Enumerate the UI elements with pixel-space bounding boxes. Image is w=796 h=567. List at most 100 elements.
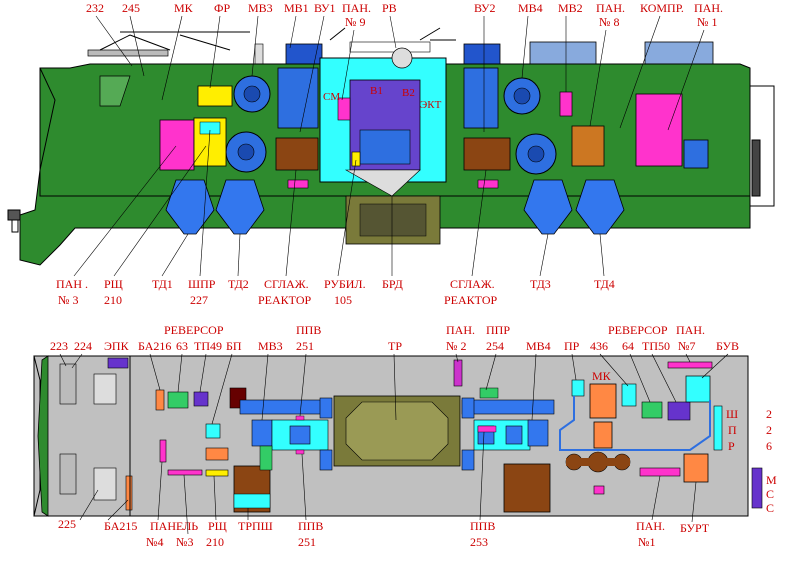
label-mv4: МВ4 [518, 1, 543, 15]
label-pan9-line2: № 9 [345, 15, 365, 29]
plan-top-labels: 223 224 ЭПК БА216 63 ТП49 БП РЕВЕРСОР МВ… [50, 323, 739, 353]
label-sglazh1-line1: СГЛАЖ. [264, 277, 309, 291]
label-pan9-line1: ПАН. [342, 1, 371, 15]
plan-view [33, 355, 763, 517]
label-shpr-line1: ШПР [188, 277, 216, 291]
label-ba216: БА216 [138, 339, 171, 353]
label-224: 224 [74, 339, 92, 353]
label-pan7-line1: ПАН. [676, 323, 705, 337]
label-sglazh2-line1: СГЛАЖ. [450, 277, 495, 291]
label-buv: БУВ [716, 339, 739, 353]
label-plan-pan1-line1: ПАН. [636, 519, 665, 533]
label-td2: ТД2 [228, 277, 249, 291]
label-ppv251-bot-line2: 251 [298, 535, 316, 549]
label-ppr-line2: 254 [486, 339, 504, 353]
label-pan2-line1: ПАН. [446, 323, 475, 337]
label-trpsh: ТРПШ [238, 519, 273, 533]
label-brd: БРД [382, 277, 403, 291]
plan-right-labels: Ш 2 П 2 Р 6 М С С [726, 407, 777, 515]
label-tp50: ТП50 [642, 339, 670, 353]
label-sh: Ш [726, 407, 738, 421]
label-245: 245 [122, 1, 140, 15]
label-223: 223 [50, 339, 68, 353]
label-r: Р [728, 439, 735, 453]
label-sh-num: 2 [766, 407, 772, 421]
label-225: 225 [58, 517, 76, 531]
label-pan8-line2: № 8 [599, 15, 619, 29]
label-pr: ПР [564, 339, 580, 353]
label-plan-mk: МК [592, 369, 612, 383]
label-reversor-right: РЕВЕРСОР [608, 323, 668, 337]
label-v2: В2 [402, 87, 415, 99]
label-vu1: ВУ1 [314, 1, 336, 15]
label-burt: БУРТ [680, 521, 710, 535]
label-panel-line1: ПАНЕЛЬ [150, 519, 198, 533]
label-plan-mv3: МВ3 [258, 339, 283, 353]
label-reversor-left: РЕВЕРСОР [164, 323, 224, 337]
label-p-num: 2 [766, 423, 772, 437]
side-bottom-labels: ПАН . № 3 РЩ 210 ТД1 ШПР 227 ТД2 СГЛАЖ. … [56, 277, 615, 307]
label-sglazh2-line2: РЕАКТОР [444, 293, 498, 307]
label-rubil-line2: 105 [334, 293, 352, 307]
label-td1: ТД1 [152, 277, 173, 291]
plan-bottom-leaders [79, 431, 697, 535]
plan-top-leaders [59, 353, 729, 425]
label-msc-m: М [766, 473, 777, 487]
label-mv3: МВ3 [248, 1, 273, 15]
traction-motor-ducts [165, 179, 625, 235]
side-inner-labels: СМ В1 В2 ЭКТ [323, 85, 442, 111]
label-td3: ТД3 [530, 277, 551, 291]
label-plan-rshch-line2: 210 [206, 535, 224, 549]
label-fr: ФР [214, 1, 230, 15]
label-ppv251-bot-line1: ППВ [298, 519, 323, 533]
label-sglazh1-line2: РЕАКТОР [258, 293, 312, 307]
label-pan7-line2: №7 [678, 339, 695, 353]
label-ppv253-line1: ППВ [470, 519, 495, 533]
label-pan2-line2: № 2 [446, 339, 466, 353]
label-pan8-line1: ПАН. [596, 1, 625, 15]
label-tp49: ТП49 [194, 339, 222, 353]
label-ekt: ЭКТ [420, 99, 442, 111]
fan-group [225, 67, 557, 175]
label-epk: ЭПК [104, 339, 130, 353]
label-plan-pan1-line2: №1 [638, 535, 655, 549]
side-bottom-leaders [73, 129, 605, 277]
label-r-num: 6 [766, 439, 772, 453]
underframe-box [345, 195, 441, 245]
label-pan3-line1: ПАН . [56, 277, 88, 291]
label-rubil-line1: РУБИЛ. [324, 277, 366, 291]
label-rshch-line2: 210 [104, 293, 122, 307]
label-64: 64 [622, 339, 634, 353]
label-ppv251-top-line1: ППВ [296, 323, 321, 337]
label-sm: СМ [323, 91, 340, 103]
label-msc-s1: С [766, 487, 774, 501]
compressor-shape [565, 451, 631, 473]
side-view [7, 27, 775, 266]
label-232: 232 [86, 1, 104, 15]
label-tr: ТР [388, 339, 402, 353]
label-bp: БП [226, 339, 242, 353]
label-plan-rshch-line1: РЩ [208, 519, 227, 533]
label-ba215: БА215 [104, 519, 137, 533]
smoothing-reactors [275, 125, 605, 171]
label-rshch-line1: РЩ [104, 277, 123, 291]
label-p: П [728, 423, 737, 437]
label-pan1-line2: № 1 [697, 15, 717, 29]
side-top-leaders [95, 15, 705, 133]
label-pan1-line1: ПАН. [694, 1, 723, 15]
plan-bottom-labels: 225 БА215 ПАНЕЛЬ №4 №3 РЩ 210 ТРПШ ППВ 2… [58, 517, 710, 549]
label-panel-no3: №3 [176, 535, 193, 549]
label-msc-s2: С [766, 501, 774, 515]
label-plan-mv4: МВ4 [526, 339, 551, 353]
label-mv2: МВ2 [558, 1, 583, 15]
label-ppv253-line2: 253 [470, 535, 488, 549]
label-td4: ТД4 [594, 277, 615, 291]
label-pan3-line2: № 3 [58, 293, 78, 307]
label-mk: МК [174, 1, 194, 15]
label-kompr: КОМПР. [640, 1, 684, 15]
label-mv1: МВ1 [284, 1, 309, 15]
label-63: 63 [176, 339, 188, 353]
label-vu2: ВУ2 [474, 1, 496, 15]
label-ppv251-top-line2: 251 [296, 339, 314, 353]
